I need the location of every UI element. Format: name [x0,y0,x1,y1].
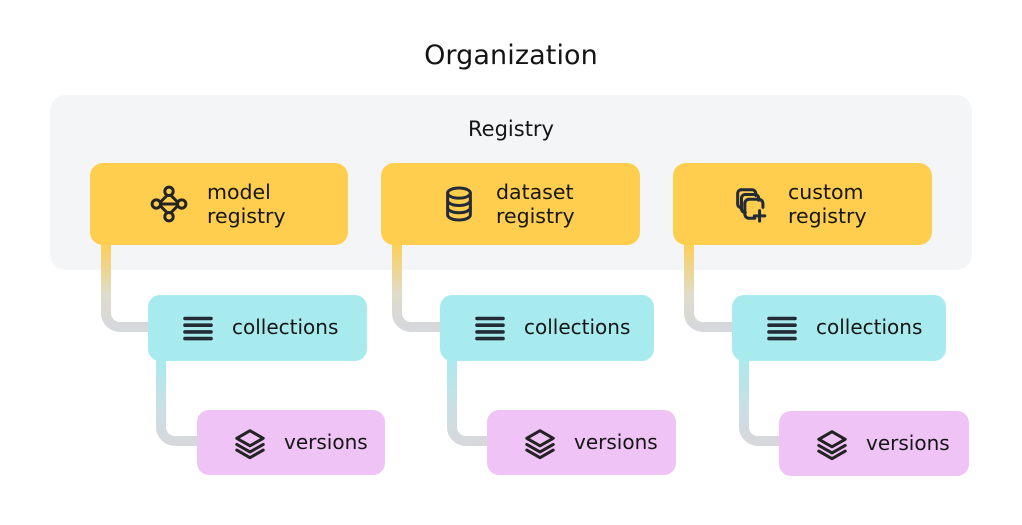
card-collections-1[interactable]: collections [148,295,367,361]
card-collections-3[interactable]: collections [732,295,946,361]
connector-collections-to-versions-2 [447,356,504,446]
connector-registry-to-collections-1 [101,240,162,332]
custom-registry-icon [731,184,771,224]
list-lines-icon [473,311,507,345]
card-label: dataset registry [496,179,575,228]
card-collections-2[interactable]: collections [440,295,654,361]
card-dataset-registry[interactable]: dataset registry [381,163,640,245]
layers-stack-icon [815,427,849,461]
model-registry-icon [148,183,190,225]
card-label: custom registry [788,179,867,228]
card-label: collections [232,315,339,340]
connector-collections-to-versions-3 [739,356,793,446]
card-label: collections [524,315,631,340]
card-versions-2[interactable]: versions [487,410,676,475]
connector-collections-to-versions-1 [156,356,213,446]
card-custom-registry[interactable]: custom registry [673,163,932,245]
card-model-registry[interactable]: model registry [90,163,348,245]
layers-stack-icon [233,426,267,460]
card-label: versions [574,429,658,454]
card-versions-1[interactable]: versions [197,410,385,475]
card-label: versions [284,429,368,454]
dataset-registry-icon [439,184,479,224]
list-lines-icon [181,311,215,345]
registry-panel-label: Registry [468,117,554,141]
layers-stack-icon [523,426,557,460]
connector-registry-to-collections-3 [684,240,741,332]
card-versions-3[interactable]: versions [779,411,969,476]
card-label: model registry [207,179,286,228]
connector-registry-to-collections-2 [392,240,453,332]
card-label: collections [816,315,923,340]
page-title: Organization [424,40,598,71]
list-lines-icon [765,311,799,345]
card-label: versions [866,430,950,455]
